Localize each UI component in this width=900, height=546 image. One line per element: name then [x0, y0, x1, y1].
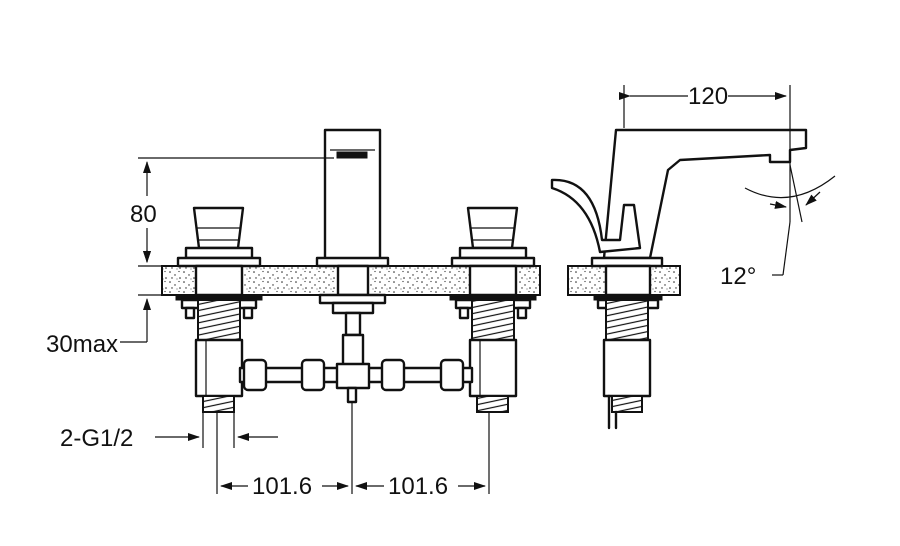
- dimension-lines: [120, 85, 821, 490]
- left-valve: [175, 206, 263, 413]
- dim-angle: 12°: [720, 263, 756, 290]
- front-view: [161, 128, 541, 494]
- dim-spacing-left: 101.6: [252, 473, 312, 500]
- side-lever: [550, 178, 642, 254]
- side-spout: [602, 128, 808, 260]
- right-valve: [449, 206, 537, 413]
- side-view: [550, 85, 836, 430]
- dim-deck-thickness: 30max: [46, 331, 118, 358]
- center-spout: [315, 128, 390, 377]
- mixing-connector: [238, 358, 474, 404]
- dim-spacing-right: 101.6: [388, 473, 448, 500]
- dim-connection: 2-G1/2: [60, 425, 133, 452]
- dim-spout-height: 80: [130, 201, 157, 228]
- dimension-labels: 120 80 30max 2-G1/2 101.6 101.6 12°: [46, 83, 756, 500]
- dim-spout-reach: 120: [688, 83, 728, 110]
